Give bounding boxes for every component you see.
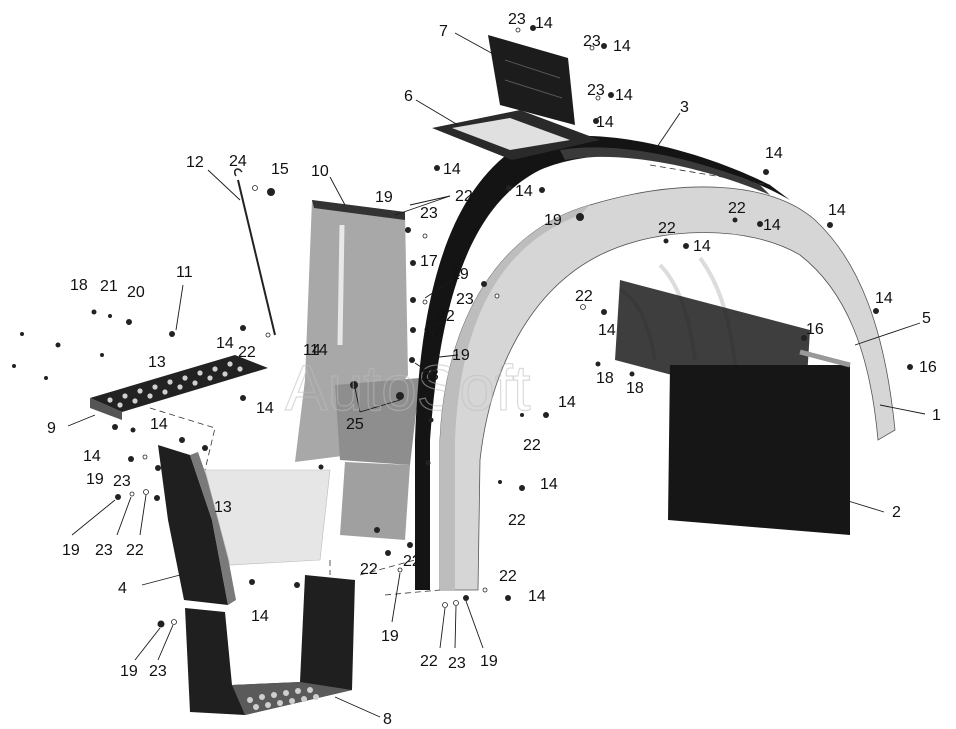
callout-22f: 22 [238,344,256,361]
part-10-splash-panel [295,200,420,540]
callout-22d: 22 [575,288,593,305]
callout-20: 20 [127,284,145,301]
callout-23i: 23 [448,655,466,672]
callout-23f: 23 [421,367,439,384]
watermark-text: AutoSoft [285,352,531,424]
callout-14q: 14 [150,416,168,433]
callout-13b: 13 [214,499,232,516]
callout-22j: 22 [360,561,378,578]
callout-5: 5 [922,310,931,327]
callout-14h: 14 [828,202,846,219]
callout-23j: 23 [149,663,167,680]
callout-15: 15 [271,161,289,178]
callout-19d: 19 [452,347,470,364]
callout-16a: 16 [806,321,824,338]
callout-11: 11 [176,264,193,281]
part-4-step-bracket [158,445,236,605]
callout-14l: 14 [598,322,616,339]
part-2-mud-flap [668,365,850,535]
part-5-rod [799,349,851,368]
callout-22i: 22 [126,542,144,559]
callout-19h: 19 [480,653,498,670]
callout-22a: 22 [455,188,473,205]
callout-23h: 23 [95,542,113,559]
callout-19f: 19 [62,542,80,559]
callout-19i: 19 [120,663,138,680]
part-9-upper-step [90,355,268,420]
callout-4: 4 [118,580,127,597]
callout-19g: 19 [381,628,399,645]
callout-14u: 14 [528,588,546,605]
callout-16b: 16 [919,359,937,376]
callout-2: 2 [892,504,901,521]
callout-6: 6 [404,88,413,105]
callout-3: 3 [680,99,689,116]
callout-1: 1 [932,407,941,424]
callout-14c: 14 [615,87,633,104]
callout-17b: 17 [423,325,441,342]
callout-10: 10 [311,163,329,180]
part-8-lower-step [185,575,355,715]
callout-23g: 23 [113,473,131,490]
part-1-outer-fender [439,186,896,591]
callout-23b: 23 [583,33,601,50]
callout-22c: 22 [658,220,676,237]
callout-24: 24 [229,153,247,170]
callout-25: 25 [346,416,364,433]
callout-19b: 19 [544,212,562,229]
callout-18c: 18 [626,380,644,397]
callout-22m: 22 [420,653,438,670]
callout-17a: 17 [420,253,438,270]
callout-22l: 22 [499,568,517,585]
callout-18a: 18 [70,277,88,294]
callout-14k: 14 [875,290,893,307]
callout-13a: 13 [148,354,166,371]
callout-14v: 14 [310,342,328,359]
callout-14i: 14 [763,217,781,234]
part-7-upper-bracket [488,35,575,125]
callout-14s: 14 [540,476,558,493]
callout-22b: 22 [728,200,746,217]
callout-12: 12 [186,154,204,171]
callout-21: 21 [100,278,118,295]
leader-lines [67,32,926,718]
callout-14e: 14 [443,161,461,178]
part-3-inner-arch [415,135,790,590]
callout-7: 7 [439,23,448,40]
callout-14t: 14 [251,608,269,625]
callout-14n: 14 [303,342,321,359]
callout-23e: 23 [456,291,474,308]
callout-22g: 22 [523,437,541,454]
callout-19e: 19 [86,471,104,488]
callout-18b: 18 [596,370,614,387]
callout-14j: 14 [693,238,711,255]
callout-14o: 14 [256,400,274,417]
callout-14f: 14 [515,183,533,200]
callout-14a: 14 [535,15,553,32]
callout-23c: 23 [587,82,605,99]
assembly-dashed-lines [149,164,771,596]
callout-22k: 22 [403,553,421,570]
callout-8: 8 [383,711,392,728]
fastener-hardware [12,25,913,628]
callout-14r: 14 [83,448,101,465]
callout-19c: 19 [451,266,469,283]
callout-22e: 22 [437,308,455,325]
part-12-stay-rod [233,168,276,336]
callout-23a: 23 [508,11,526,28]
callout-19a: 19 [375,189,393,206]
callout-14m: 14 [216,335,234,352]
splash-shield-lower [204,469,331,566]
callout-14g: 14 [765,145,783,162]
callout-9: 9 [47,420,56,437]
callout-14d: 14 [596,114,614,131]
callout-23d: 23 [420,205,438,222]
callout-14b: 14 [613,38,631,55]
callout-14p: 14 [558,394,576,411]
part-6-lower-bracket [432,110,600,160]
callout-22h: 22 [508,512,526,529]
